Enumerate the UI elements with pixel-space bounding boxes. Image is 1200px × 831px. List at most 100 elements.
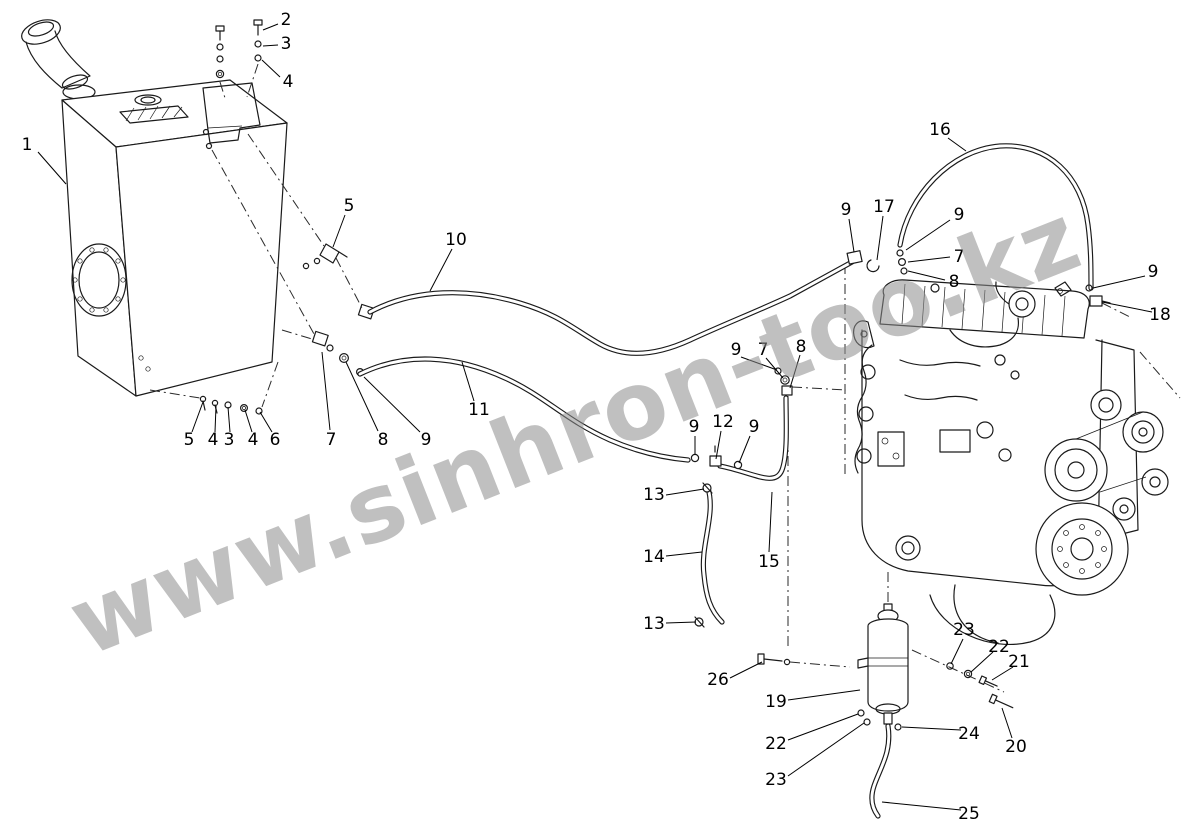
- fuel-tank: [21, 19, 288, 397]
- callout-leader-25: [881, 801, 962, 811]
- callout-leader-9: [848, 218, 855, 253]
- callout-leader-6: [259, 411, 273, 433]
- callout-6: 6: [270, 430, 281, 450]
- callout-leader-16: [947, 137, 967, 152]
- callout-3: 3: [224, 430, 235, 450]
- callout-9: 9: [749, 417, 760, 437]
- callout-leader-14: [665, 551, 703, 557]
- engine: [853, 279, 1169, 646]
- callout-leader-23: [787, 722, 865, 777]
- callout-leader-9: [738, 435, 751, 464]
- callout-leader-3: [262, 44, 279, 47]
- callout-9: 9: [841, 200, 852, 220]
- callout-4: 4: [248, 430, 259, 450]
- callout-23: 23: [765, 770, 787, 790]
- elbow-fitting-icon: [311, 303, 375, 377]
- callout-5: 5: [184, 430, 195, 450]
- callout-leader-22: [970, 651, 994, 673]
- callout-11: 11: [468, 400, 490, 420]
- callout-8: 8: [378, 430, 389, 450]
- tank-access-port: [71, 243, 127, 317]
- washer-icon: [199, 395, 263, 415]
- callout-25: 25: [958, 804, 980, 824]
- callout-leader-7: [907, 256, 951, 263]
- callout-9: 9: [689, 417, 700, 437]
- callout-leader-10: [429, 248, 453, 292]
- callout-leader-7: [765, 357, 784, 379]
- callout-10: 10: [445, 230, 467, 250]
- callout-5: 5: [344, 196, 355, 216]
- callout-leader-13: [665, 488, 705, 496]
- callout-13: 13: [643, 614, 665, 634]
- callout-leader-15: [768, 491, 773, 553]
- callout-leader-18: [1101, 301, 1153, 313]
- callout-8: 8: [796, 337, 807, 357]
- callout-leader-2: [262, 23, 279, 31]
- callout-leader-21: [991, 666, 1014, 681]
- callout-19: 19: [765, 692, 787, 712]
- callout-12: 12: [712, 412, 734, 432]
- callout-23: 23: [953, 620, 975, 640]
- callout-leader-4: [261, 59, 281, 78]
- filler-cap-icon: [21, 19, 96, 100]
- callout-leader-3: [227, 406, 231, 433]
- callout-leader-7: [321, 351, 331, 431]
- callout-16: 16: [929, 120, 951, 140]
- callout-18: 18: [1149, 305, 1171, 325]
- callout-9: 9: [1148, 262, 1159, 282]
- callout-3: 3: [281, 34, 292, 54]
- callout-22: 22: [988, 637, 1010, 657]
- callout-14: 14: [643, 547, 665, 567]
- callout-9: 9: [954, 205, 965, 225]
- fuel-filter: [857, 603, 909, 725]
- callout-leader-19: [787, 689, 861, 701]
- hose-14: [703, 488, 722, 622]
- callout-24: 24: [958, 724, 980, 744]
- tank-hardware: [199, 19, 375, 415]
- fitting-icon: [302, 243, 348, 270]
- bolt-icon: [215, 19, 263, 79]
- callout-leader-9: [740, 356, 778, 371]
- callout-leader-9: [1092, 275, 1146, 289]
- callout-20: 20: [1005, 737, 1027, 757]
- tank-top-plate: [119, 105, 189, 124]
- callout-13: 13: [643, 485, 665, 505]
- callout-leader-11: [461, 361, 475, 402]
- callout-4: 4: [208, 430, 219, 450]
- callout-7: 7: [954, 247, 965, 267]
- engine-hose-fittings: [846, 249, 1111, 307]
- callout-1: 1: [22, 135, 33, 155]
- callout-17: 17: [873, 197, 895, 217]
- callout-leader-13: [665, 621, 697, 624]
- callout-4: 4: [283, 72, 294, 92]
- callout-leader-8: [907, 270, 946, 281]
- callout-leader-22: [787, 713, 859, 741]
- tank-bracket: [202, 82, 261, 150]
- callout-leader-17: [876, 215, 884, 261]
- callout-15: 15: [758, 552, 780, 572]
- callout-leader-5: [332, 214, 346, 248]
- callout-leader-20: [1001, 707, 1013, 739]
- callout-leader-24: [901, 726, 962, 731]
- callout-leader-8: [345, 361, 379, 432]
- callout-7: 7: [758, 340, 769, 360]
- callout-leader-5: [191, 401, 204, 433]
- callout-21: 21: [1008, 652, 1030, 672]
- filter-hardware: [757, 653, 1014, 731]
- callout-22: 22: [765, 734, 787, 754]
- callout-leader-9: [363, 376, 421, 433]
- callout-2: 2: [281, 10, 292, 30]
- callout-leader-26: [729, 661, 763, 679]
- callout-9: 9: [421, 430, 432, 450]
- callout-leader-12: [715, 430, 722, 460]
- callout-leader-9: [905, 219, 951, 251]
- callout-leader-23: [950, 638, 964, 665]
- callout-leader-1: [37, 151, 67, 185]
- callout-leader-4: [214, 405, 217, 433]
- callout-8: 8: [949, 272, 960, 292]
- callout-leader-8: [789, 354, 801, 389]
- callout-7: 7: [326, 430, 337, 450]
